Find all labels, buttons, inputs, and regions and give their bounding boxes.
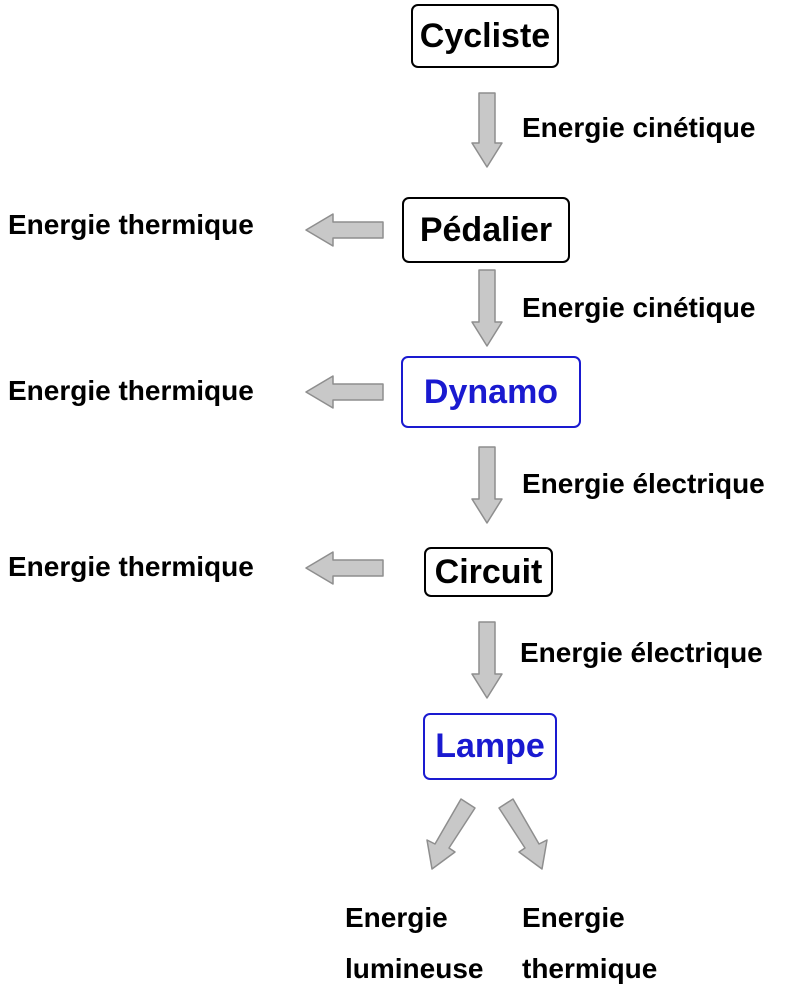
output-lumineuse-line2: lumineuse xyxy=(345,953,484,984)
arrow-cycliste-to-pedalier xyxy=(471,92,503,168)
arrow-circuit-loss xyxy=(305,551,384,585)
arrow-lampe-to-thermique xyxy=(498,798,548,870)
flow-label-electrique-1: Energie électrique xyxy=(522,468,765,499)
arrow-pedalier-to-dynamo xyxy=(471,269,503,347)
loss-label-dynamo: Energie thermique xyxy=(8,375,254,406)
arrow-dynamo-to-circuit xyxy=(471,446,503,524)
arrow-circuit-to-lampe xyxy=(471,621,503,699)
output-thermique-line2: thermique xyxy=(522,953,658,984)
node-pedalier: Pédalier xyxy=(402,197,570,263)
arrow-pedalier-loss xyxy=(305,213,384,247)
node-cycliste: Cycliste xyxy=(411,4,559,68)
node-lampe: Lampe xyxy=(423,713,557,780)
output-lumineuse-line1: Energie xyxy=(345,902,448,933)
node-circuit: Circuit xyxy=(424,547,553,597)
flow-label-cinetique-1: Energie cinétique xyxy=(522,112,756,143)
node-pedalier-label: Pédalier xyxy=(419,210,553,249)
flow-label-electrique-2: Energie électrique xyxy=(520,637,763,668)
loss-label-pedalier: Energie thermique xyxy=(8,209,254,240)
arrow-dynamo-loss xyxy=(305,375,384,409)
flow-label-cinetique-2: Energie cinétique xyxy=(522,292,756,323)
node-dynamo: Dynamo xyxy=(401,356,581,428)
loss-label-circuit: Energie thermique xyxy=(8,551,254,582)
node-lampe-label: Lampe xyxy=(435,727,545,765)
output-thermique-line1: Energie xyxy=(522,902,625,933)
node-cycliste-label: Cycliste xyxy=(419,16,551,55)
arrow-lampe-to-lumineuse xyxy=(426,798,476,870)
node-circuit-label: Circuit xyxy=(434,552,543,591)
node-dynamo-label: Dynamo xyxy=(423,372,559,411)
